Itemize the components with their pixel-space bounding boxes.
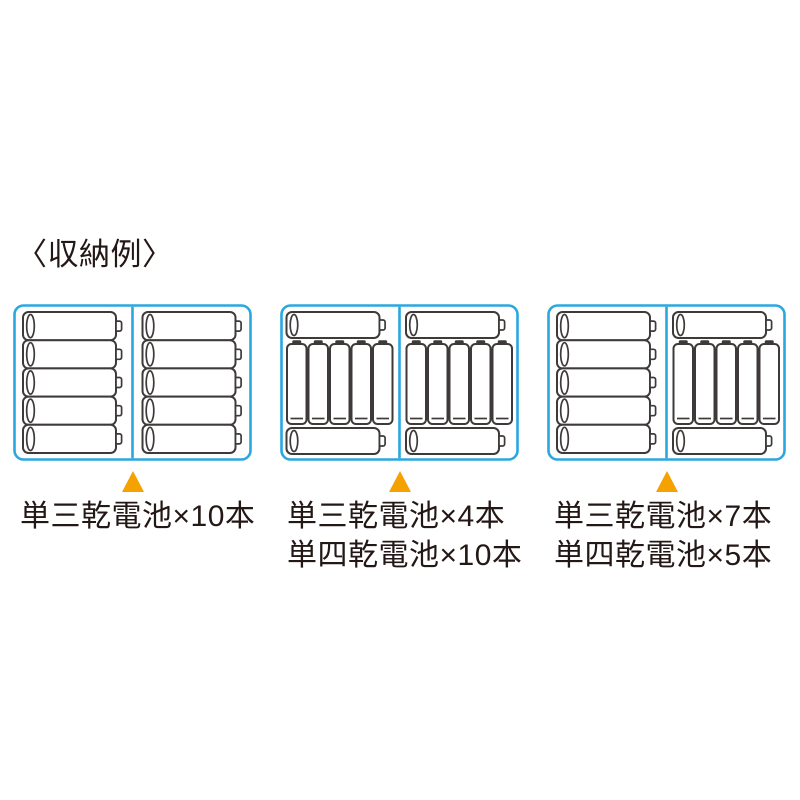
- storage-example-3: 単三乾電池×7本 単四乾電池×5本: [547, 304, 786, 575]
- caption-line: 単三乾電池×4本: [287, 500, 506, 533]
- up-triangle-icon: [655, 471, 678, 492]
- storage-example-2: 単三乾電池×4本 単四乾電池×10本: [280, 304, 523, 575]
- battery-compartment-diagram: [547, 304, 786, 461]
- storage-example-1: 単三乾電池×10本: [13, 304, 256, 575]
- battery-compartment-diagram: [280, 304, 519, 461]
- caption-line: 単四乾電池×5本: [554, 539, 773, 572]
- caption-line: 単四乾電池×10本: [287, 539, 523, 572]
- caption-line: 単三乾電池×10本: [20, 500, 256, 533]
- caption-line: [20, 536, 252, 537]
- example-caption: 単三乾電池×7本 単四乾電池×5本: [547, 497, 786, 575]
- up-triangle-icon: [121, 471, 144, 492]
- battery-compartment-diagram: [13, 304, 252, 461]
- examples-row: 単三乾電池×10本 単三乾電池×4本 単四乾電池×10本 単三乾電池×7本 単四…: [13, 304, 786, 575]
- example-caption: 単三乾電池×4本 単四乾電池×10本: [280, 497, 523, 575]
- example-caption: 単三乾電池×10本: [13, 497, 256, 537]
- caption-line: 単三乾電池×7本: [554, 500, 773, 533]
- section-title: 〈収納例〉: [16, 237, 174, 272]
- up-triangle-icon: [388, 471, 411, 492]
